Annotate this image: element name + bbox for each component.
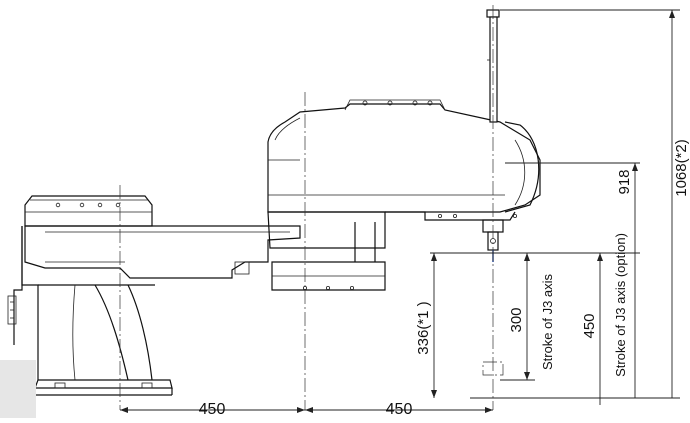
dim-label-918: 918 <box>616 169 633 194</box>
dim-label-right-reach: 450 <box>386 401 413 418</box>
label-stroke-j3-option: Stroke of J3 axis (option) <box>613 233 628 377</box>
dim-label-300: 300 <box>508 307 525 332</box>
ball-screw-shaft <box>482 9 504 262</box>
robot-base <box>7 195 173 396</box>
dim-label-1068: 1068(*2) <box>673 139 690 197</box>
dim-label-450-option: 450 <box>581 313 598 338</box>
dimension-lines <box>0 9 680 418</box>
label-stroke-j3: Stroke of J3 axis <box>540 273 555 370</box>
center-lines <box>119 5 494 410</box>
second-arm-housing <box>267 99 541 291</box>
first-arm <box>24 225 301 279</box>
dim-label-left-reach: 450 <box>199 401 226 418</box>
dim-label-336: 336(*1 ) <box>415 301 432 354</box>
